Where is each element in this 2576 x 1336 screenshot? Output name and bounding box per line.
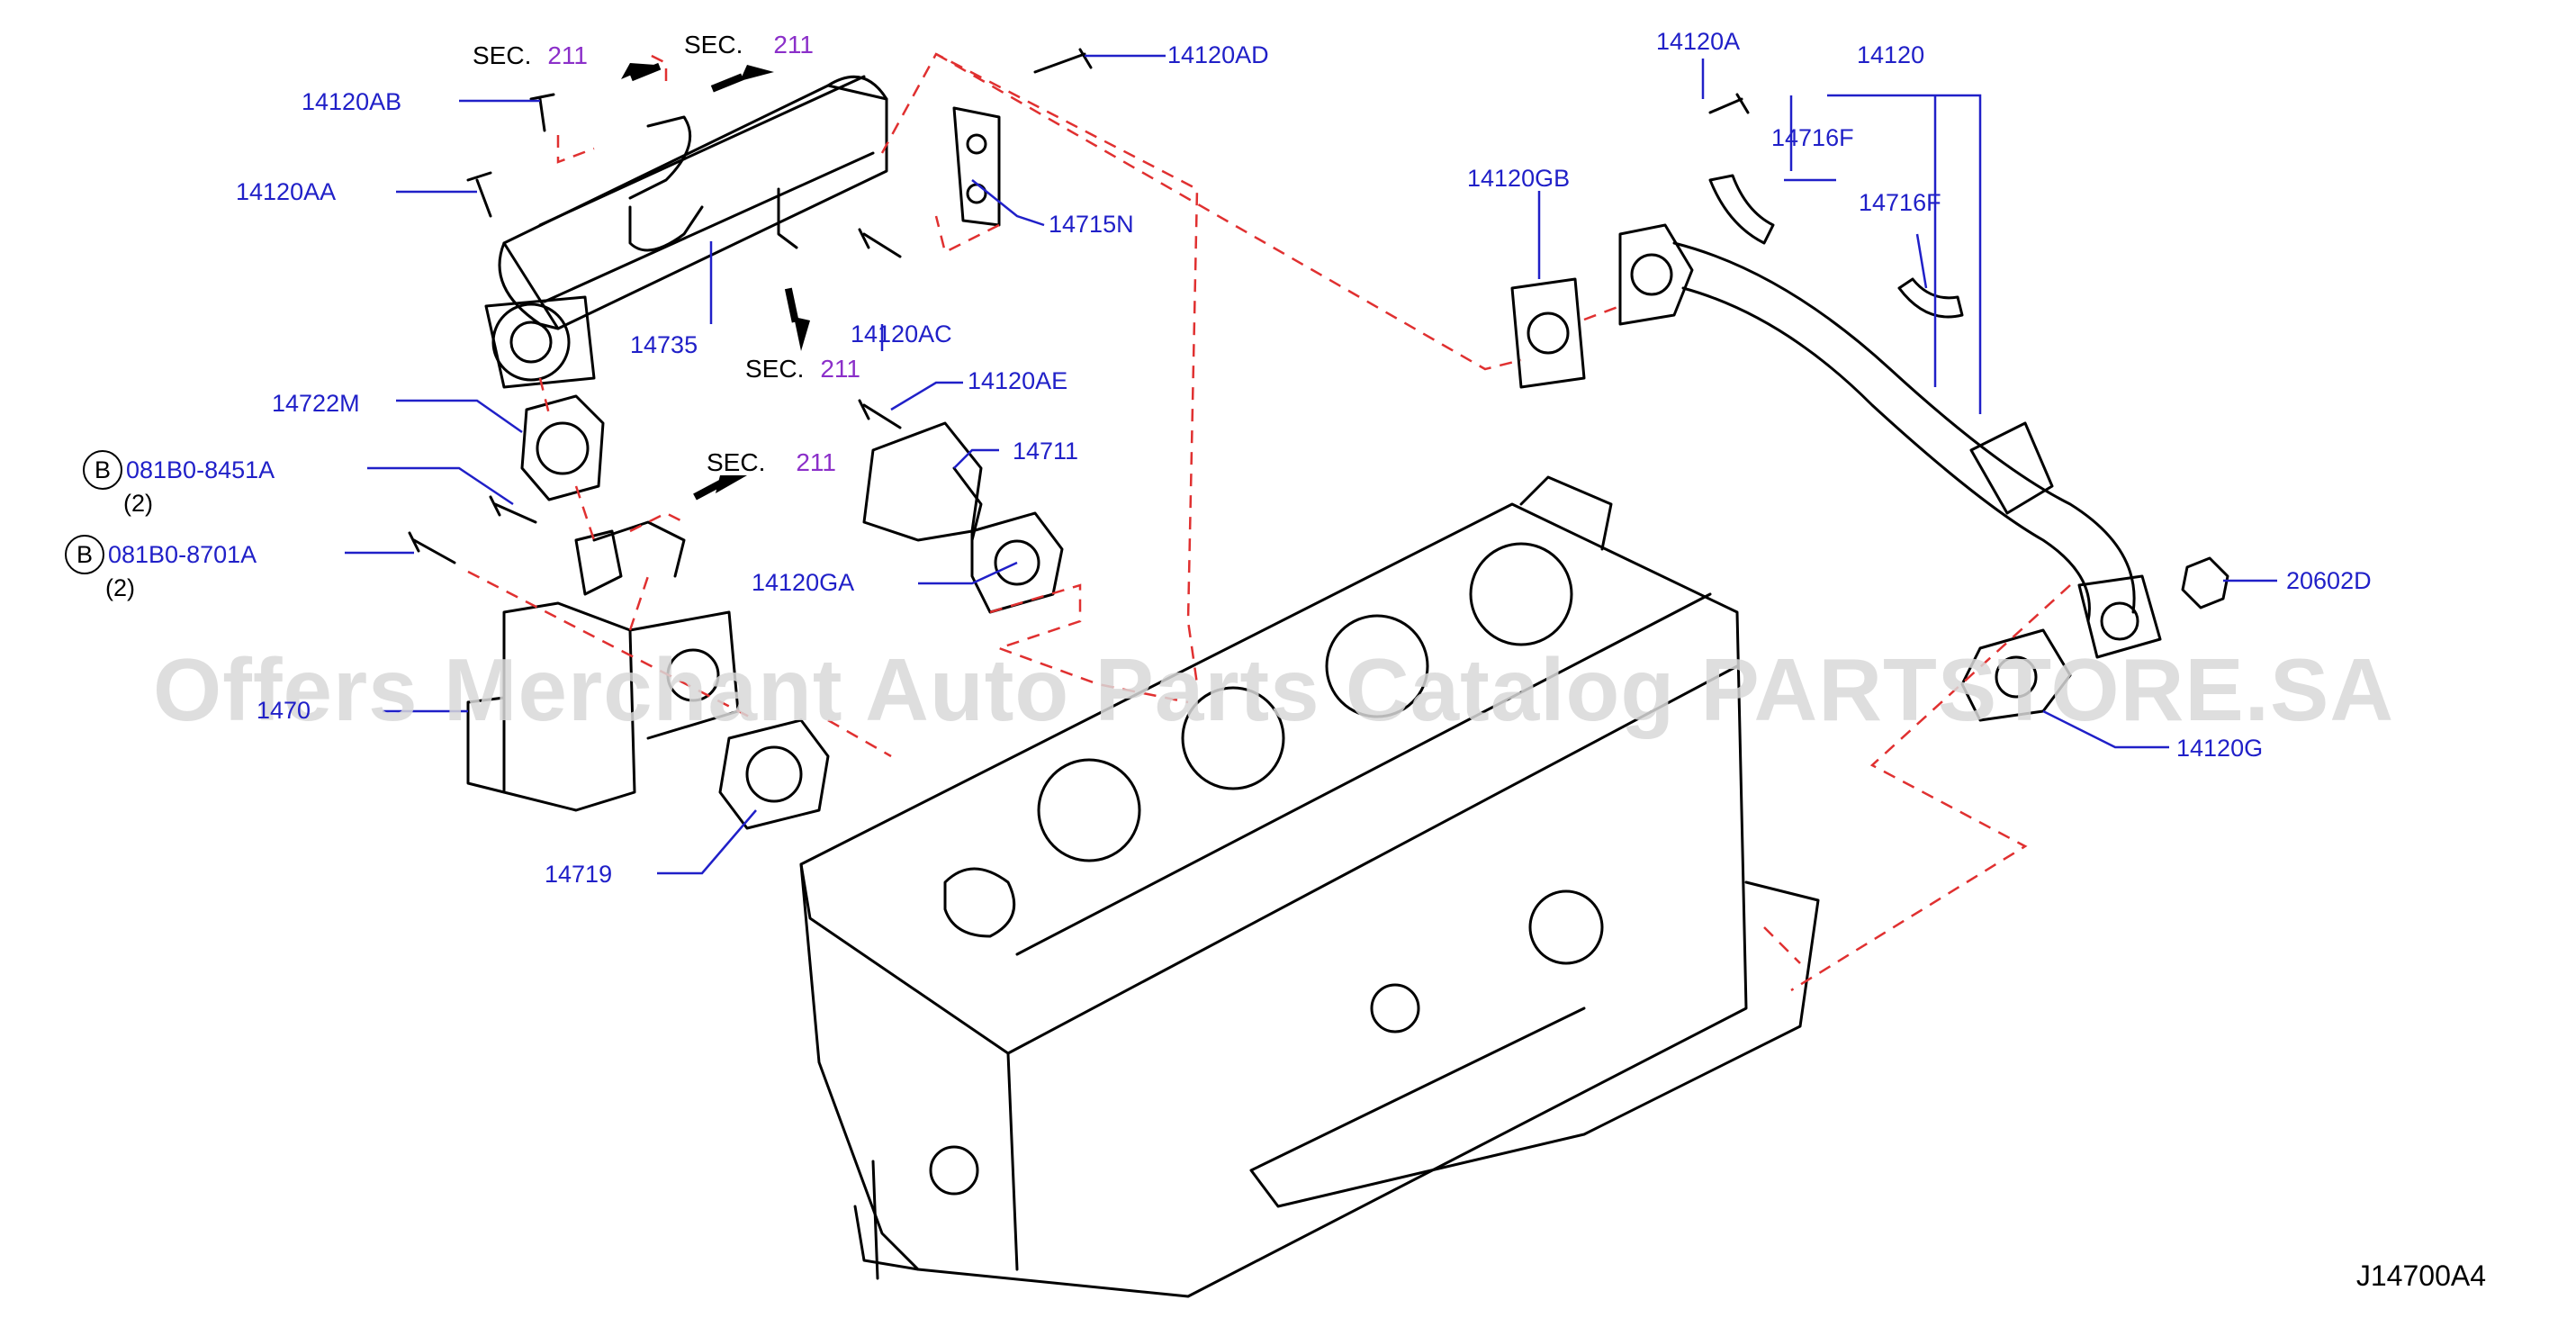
quantity-label: (2) xyxy=(123,490,153,517)
section-label: SEC. xyxy=(707,448,766,476)
section-label: SEC. xyxy=(745,355,805,383)
part-label[interactable]: 14716F xyxy=(1859,189,1941,216)
diagram-code: J14700A4 xyxy=(2355,1259,2486,1292)
part-label[interactable]: 1470 xyxy=(257,697,311,724)
section-ref[interactable]: SEC. 211 xyxy=(745,357,860,382)
part-label[interactable]: 14715N xyxy=(1049,211,1134,238)
part-number: 081B0-8701A xyxy=(108,541,257,568)
part-label[interactable]: 14120AC xyxy=(851,320,952,348)
section-ref[interactable]: SEC. 211 xyxy=(473,43,588,68)
section-number: 211 xyxy=(773,31,814,59)
section-ref[interactable]: SEC. 211 xyxy=(707,450,836,475)
section-number: 211 xyxy=(820,355,860,383)
watermark: Offers Merchant Auto Parts Catalog PARTS… xyxy=(153,640,2395,739)
part-label[interactable]: 14120AB xyxy=(302,88,402,115)
section-number: 211 xyxy=(547,41,588,69)
part-label[interactable]: 14120 xyxy=(1857,41,1925,68)
part-label[interactable]: 14120A xyxy=(1656,28,1741,55)
part-label[interactable]: 14120GA xyxy=(752,569,855,596)
bolt-marker: B xyxy=(65,535,104,574)
quantity-label: (2) xyxy=(105,574,135,601)
section-number: 211 xyxy=(796,448,836,476)
part-label[interactable]: 14120GB xyxy=(1467,165,1571,192)
part-label[interactable]: 14716F xyxy=(1771,124,1854,151)
part-label[interactable]: 14711 xyxy=(1013,438,1079,465)
part-label[interactable]: 14719 xyxy=(545,861,613,888)
part-label[interactable]: 14120AE xyxy=(968,367,1068,394)
part-label[interactable]: 14120G xyxy=(2176,735,2264,762)
part-label[interactable]: 14722M xyxy=(272,390,360,417)
part-label[interactable]: 14735 xyxy=(630,331,698,358)
part-label[interactable]: 14120AA xyxy=(236,178,337,205)
part-label[interactable]: 20602D xyxy=(2286,567,2372,594)
section-label: SEC. xyxy=(473,41,532,69)
part-number: 081B0-8451A xyxy=(126,456,275,483)
section-label: SEC. xyxy=(684,31,743,59)
section-ref[interactable]: SEC. 211 xyxy=(684,32,814,58)
part-label[interactable]: 14120AD xyxy=(1167,41,1269,68)
bolt-marker: B xyxy=(83,450,122,490)
